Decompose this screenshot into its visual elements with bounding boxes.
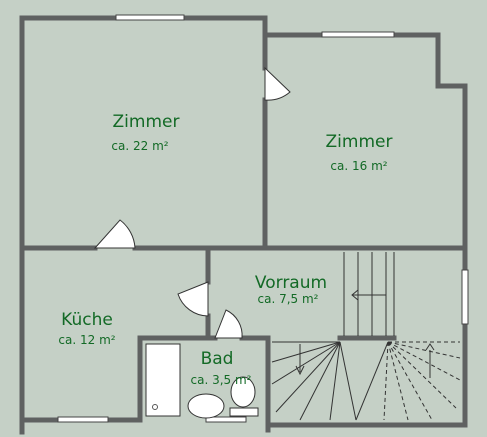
doors	[93, 66, 291, 339]
door-kueche-vorraum	[177, 281, 209, 317]
room-area-zimmer-small: ca. 16 m²	[330, 159, 387, 173]
bathroom-fixtures	[145, 343, 259, 419]
window-right-vorraum	[461, 269, 469, 325]
door-zimmer-connect	[264, 66, 291, 101]
room-area-zimmer-large: ca. 22 m²	[111, 139, 168, 153]
window-bottom-bad	[205, 416, 247, 423]
room-name-bad: Bad	[201, 349, 234, 369]
window-top-small-room	[321, 31, 395, 38]
room-area-kueche: ca. 12 m²	[58, 333, 115, 347]
room-area-vorraum: ca. 7,5 m²	[258, 292, 319, 306]
staircase	[271, 252, 461, 421]
walls	[19, 15, 468, 435]
door-bad	[214, 309, 243, 339]
door-kueche-top	[93, 219, 136, 249]
room-labels: Zimmer ca. 22 m² Zimmer ca. 16 m² Vorrau…	[58, 112, 392, 387]
room-name-kueche: Küche	[61, 310, 113, 330]
room-name-zimmer-large: Zimmer	[113, 112, 180, 132]
shower-tray	[145, 343, 181, 417]
room-name-vorraum: Vorraum	[255, 273, 327, 293]
window-top-large-room	[115, 14, 185, 21]
toilet-tank	[229, 407, 259, 417]
window-bottom-kueche	[57, 416, 109, 423]
room-area-bad: ca. 3,5 m²	[191, 373, 252, 387]
toilet-bowl	[230, 376, 256, 408]
room-name-zimmer-small: Zimmer	[326, 132, 393, 152]
shower-drain	[152, 404, 158, 410]
windows	[57, 14, 469, 423]
bathtub-basin	[187, 393, 225, 419]
